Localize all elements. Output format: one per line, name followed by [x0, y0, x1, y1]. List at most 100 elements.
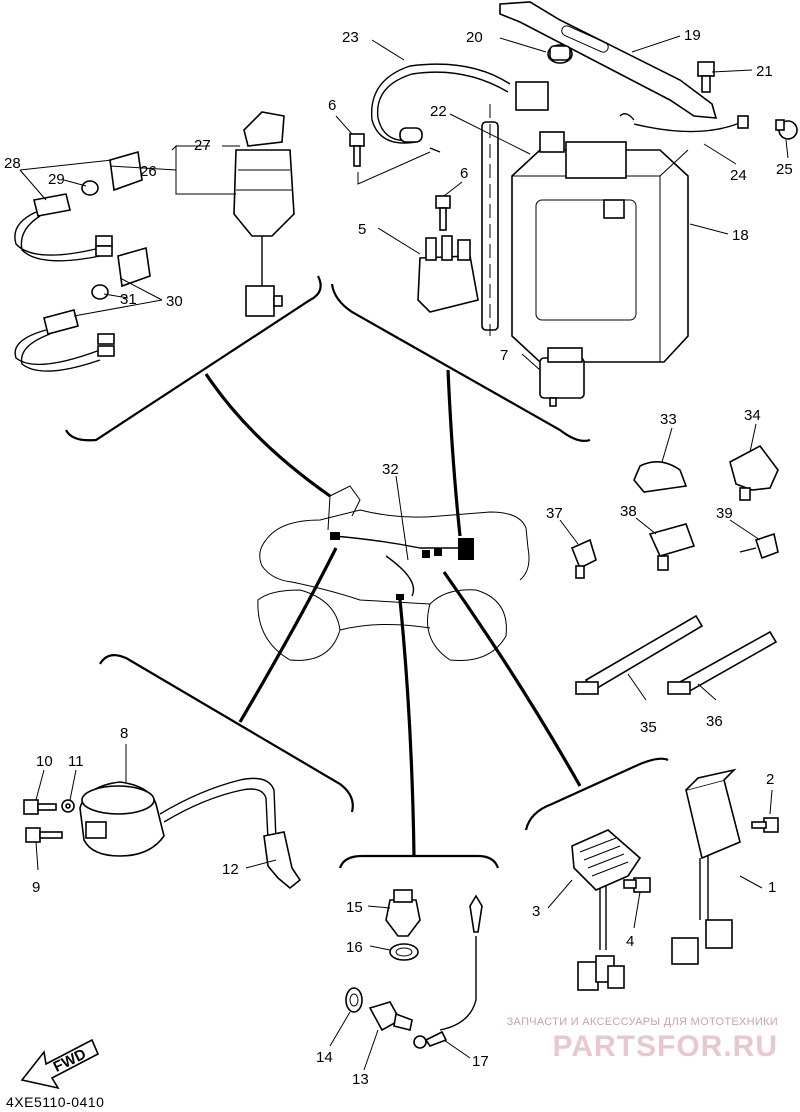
callout-27: 27 [194, 137, 211, 154]
callout-2: 2 [766, 771, 774, 788]
callout-4: 4 [626, 933, 634, 950]
callout-19: 19 [684, 27, 701, 44]
battery [511, 131, 689, 363]
screw [349, 133, 365, 167]
screw [435, 195, 451, 231]
clamp [633, 461, 688, 493]
thermo-switch-assembly [14, 246, 151, 372]
harness-connector-mark [396, 594, 404, 600]
callout-20: 20 [466, 29, 483, 46]
callout-24: 24 [730, 167, 747, 184]
watermark-caption: ЗАПЧАСТИ И АКСЕССУАРЫ ДЛЯ МОТОТЕХНИКИ [506, 1016, 778, 1028]
bolt [751, 817, 779, 833]
tube [481, 104, 499, 336]
callout-22: 22 [430, 103, 447, 120]
callout-8: 8 [120, 725, 128, 742]
callout-6-right: 6 [460, 165, 468, 182]
ignition-coil [79, 777, 277, 857]
callout-26: 26 [140, 163, 157, 180]
sender-unit [368, 1001, 413, 1032]
callout-36: 36 [706, 713, 723, 730]
gasket [345, 987, 363, 1013]
harness-line-top-left [204, 373, 331, 498]
callout-18: 18 [732, 227, 749, 244]
callout-34: 34 [744, 407, 761, 424]
callout-numbers: 1 2 3 4 5 6 6 7 8 9 10 11 12 13 14 15 16… [4, 27, 793, 1088]
harness-line-top-right [446, 369, 462, 537]
callout-25: 25 [776, 161, 793, 178]
harness-line-left-lower [238, 547, 338, 723]
callout-15: 15 [346, 899, 363, 916]
callout-29: 29 [48, 171, 65, 188]
positive-lead [370, 63, 549, 153]
callout-7: 7 [500, 347, 508, 364]
callout-5: 5 [358, 221, 366, 238]
clamp [729, 444, 779, 501]
starter-relay [417, 235, 479, 313]
callout-30: 30 [166, 293, 183, 310]
lead-wire [413, 894, 483, 1049]
top-left-group-bracket [65, 275, 322, 442]
fwd-arrow: FWD [20, 1038, 100, 1090]
callout-6-left: 6 [328, 97, 336, 114]
thermo-switch-assembly [14, 150, 143, 262]
callout-39: 39 [716, 505, 733, 522]
callout-31: 31 [120, 291, 137, 308]
harness-line-right-lower [442, 571, 582, 787]
callout-16: 16 [346, 939, 363, 956]
callout-1: 1 [768, 879, 776, 896]
callout-3: 3 [532, 903, 540, 920]
thermostat-sender [385, 889, 421, 937]
left-lower-group-bracket [99, 653, 354, 813]
rectifier-regulator [571, 829, 642, 991]
top-right-group-bracket [330, 283, 591, 442]
bolt [25, 827, 63, 843]
relay [539, 347, 585, 407]
harness-connector-mark [434, 548, 442, 556]
battery-band [499, 1, 718, 119]
callout-38: 38 [620, 503, 637, 520]
clamp [570, 538, 597, 579]
callout-9: 9 [32, 879, 40, 896]
callout-11: 11 [68, 753, 84, 770]
callout-14: 14 [316, 1049, 333, 1066]
clamp [739, 532, 779, 560]
harness-connector-mark [422, 550, 430, 558]
callout-32: 32 [382, 461, 399, 478]
bottom-center-group-bracket [338, 854, 500, 869]
callout-23: 23 [342, 29, 359, 46]
harness-connector-mark [330, 532, 340, 540]
fwd-label: FWD [51, 1045, 89, 1075]
diagram-code: 4XE5110-0410 [6, 1094, 105, 1110]
callout-13: 13 [352, 1071, 369, 1088]
clamp [648, 523, 696, 571]
cable-tie [667, 630, 778, 695]
callout-35: 35 [640, 719, 657, 736]
atv-silhouette [257, 485, 530, 661]
washer [61, 799, 75, 813]
nut [775, 119, 798, 140]
negative-lead [619, 113, 749, 133]
callout-10: 10 [36, 753, 53, 770]
rubber-cap [547, 44, 573, 64]
callout-37: 37 [546, 505, 563, 522]
watermark-logo: PARTSFOR.RU [552, 1030, 778, 1063]
callout-12: 12 [222, 861, 239, 878]
callout-17: 17 [472, 1053, 489, 1070]
main-switch [233, 111, 295, 317]
right-lower-group-bracket [524, 757, 669, 831]
plug-cap [263, 831, 302, 890]
callout-21: 21 [756, 63, 773, 80]
screw-bracket-line [357, 151, 431, 185]
harness-line-bottom [398, 599, 416, 857]
bolt [623, 877, 651, 893]
bolt [23, 799, 57, 815]
bolt [697, 61, 715, 93]
cable-tie [575, 614, 704, 695]
callout-28: 28 [4, 155, 21, 172]
callout-33: 33 [660, 411, 677, 428]
leader-lines [19, 35, 789, 1071]
harness-connector-mark [458, 538, 474, 560]
cdi-unit [671, 768, 741, 965]
